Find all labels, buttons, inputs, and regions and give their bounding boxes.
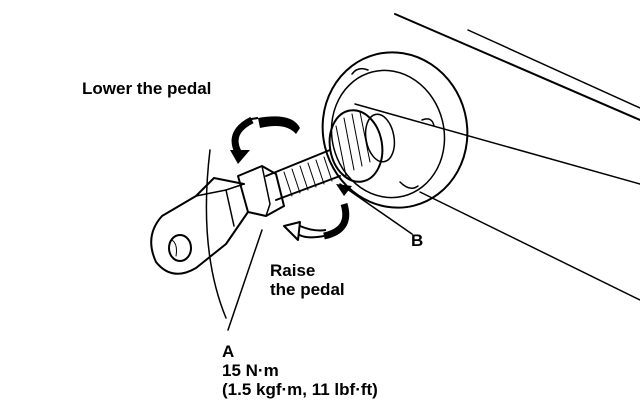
callout-b-arrow — [336, 184, 352, 196]
callout-b-label: B — [411, 231, 424, 250]
callout-line-b — [339, 183, 413, 235]
callout-a-block: A 15 N·m (1.5 kgf·m, 11 lbf·ft) — [222, 342, 378, 399]
callout-line-a — [227, 229, 263, 331]
callout-a-label: A — [222, 342, 235, 361]
booster-flange-plate — [321, 51, 469, 209]
lower-pedal-rotation-arrow — [230, 116, 300, 164]
torque-other-units-label: (1.5 kgf·m, 11 lbf·ft) — [222, 380, 378, 399]
pedal-arm-line — [205, 149, 227, 319]
raise-the-pedal-label: Raise the pedal — [270, 261, 345, 299]
raise-the-pedal-line2: the pedal — [270, 280, 345, 299]
lower-the-pedal-label: Lower the pedal — [82, 79, 212, 98]
pushrod-clevis — [150, 177, 249, 275]
boot-collar — [328, 109, 396, 183]
lock-nut-a — [237, 165, 285, 217]
brake-booster-body — [354, 13, 640, 301]
raise-the-pedal-line1: Raise — [270, 261, 316, 280]
torque-metric-label: 15 N·m — [222, 361, 279, 380]
raise-pedal-rotation-arrow — [283, 202, 350, 241]
threaded-pushrod — [265, 149, 341, 201]
